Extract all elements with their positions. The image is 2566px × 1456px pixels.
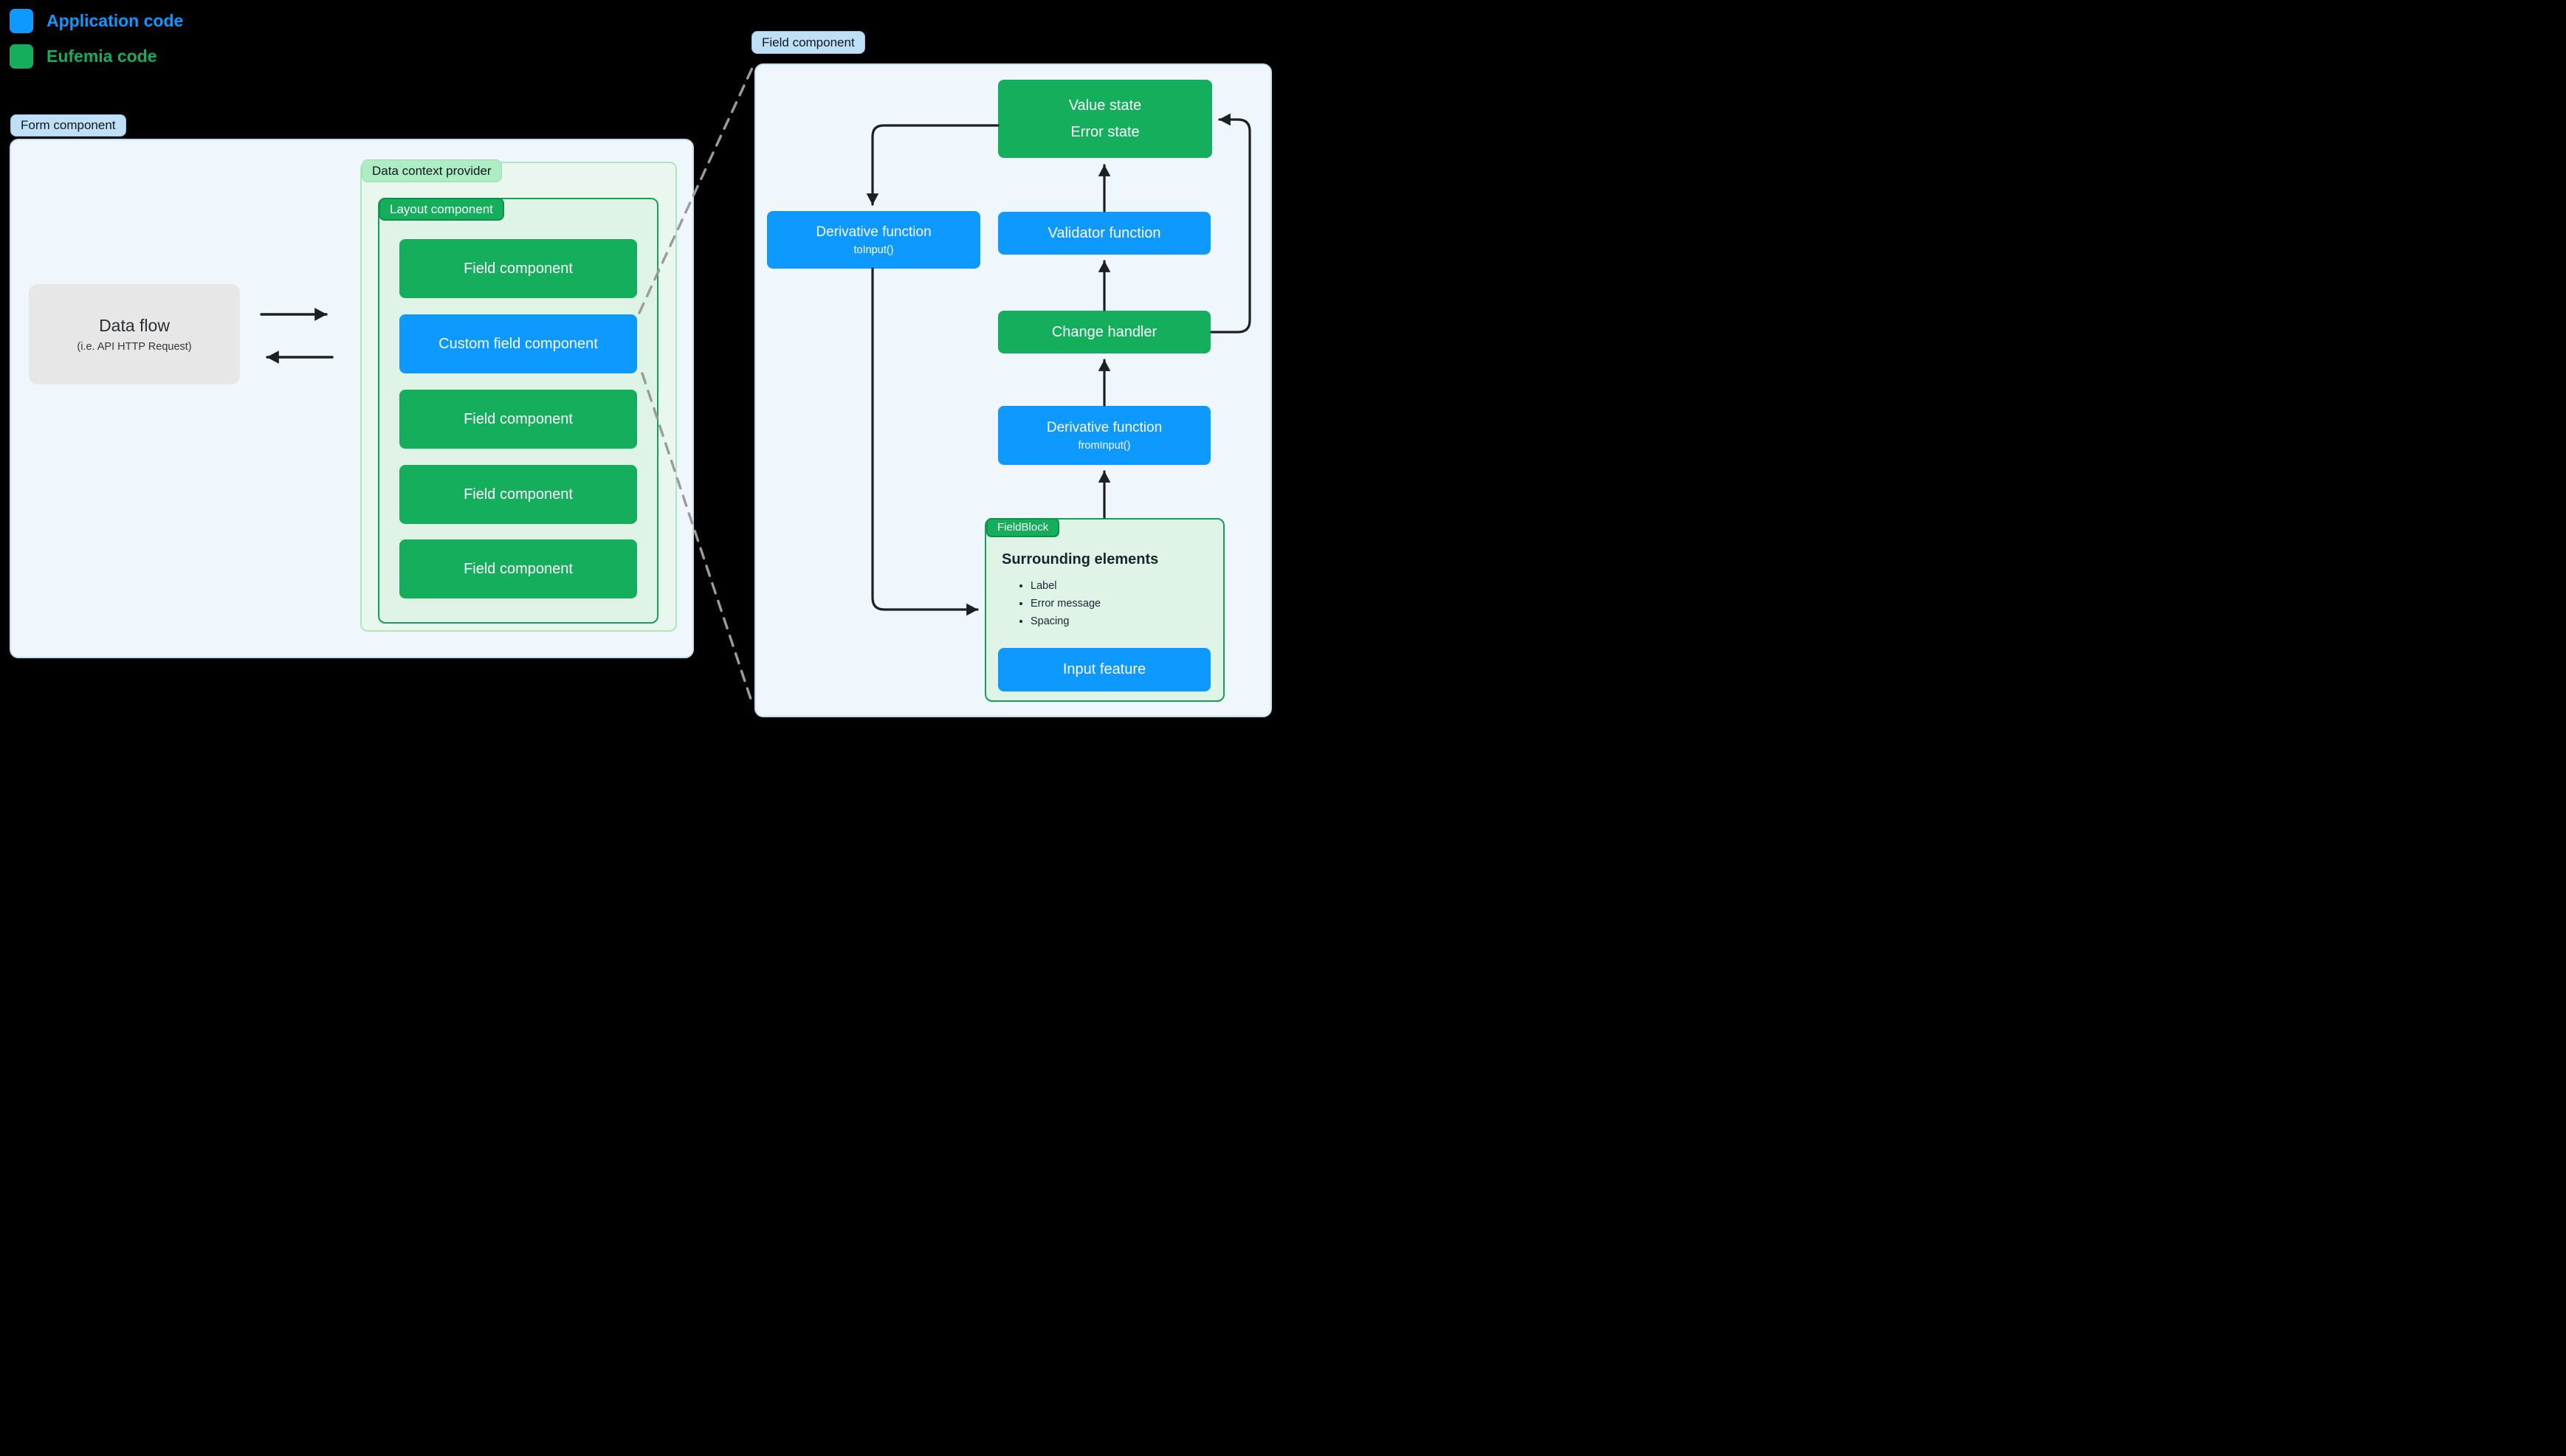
change-handler-label: Change handler xyxy=(1051,323,1158,340)
change-handler-box: Change handler xyxy=(998,311,1211,353)
field-component-box-2: Field component xyxy=(399,390,637,449)
field-component-detail-tag: Field component xyxy=(751,31,865,54)
field-component-box-1: Field component xyxy=(399,239,637,298)
legend-eufemia-swatch-icon xyxy=(10,44,33,69)
input-feature-label: Input feature xyxy=(1062,661,1146,677)
value-state-box: Value state Error state xyxy=(998,80,1212,158)
legend-eufemia-label: Eufemia code xyxy=(47,46,157,66)
data-context-provider-tag: Data context provider xyxy=(362,159,502,182)
field-component-box-1-label: Field component xyxy=(464,260,573,277)
validator-function-label: Validator function xyxy=(1048,224,1161,241)
custom-field-component-label: Custom field component xyxy=(438,335,598,352)
derivative-toinput-subtitle: toInput() xyxy=(853,244,894,256)
value-state-line: Value state xyxy=(1068,97,1142,114)
data-flow-box: Data flow (i.e. API HTTP Request) xyxy=(29,284,240,384)
form-component-tag: Form component xyxy=(10,114,126,137)
derivative-frominput-title: Derivative function xyxy=(1046,419,1163,435)
field-component-box-4-label: Field component xyxy=(464,560,573,577)
surrounding-elements-item-label: Label xyxy=(1031,580,1101,592)
surrounding-elements-item-error-message: Error message xyxy=(1031,598,1101,610)
derivative-frominput-subtitle: fromInput() xyxy=(1078,439,1131,452)
validator-function-box: Validator function xyxy=(998,212,1211,255)
surrounding-elements-item-spacing: Spacing xyxy=(1031,615,1101,627)
custom-field-component-box: Custom field component xyxy=(399,314,637,373)
error-state-line: Error state xyxy=(1070,123,1140,140)
derivative-function-frominput-box: Derivative function fromInput() xyxy=(998,406,1211,465)
legend-application-swatch-icon xyxy=(10,9,33,33)
surrounding-elements-list: Label Error message Spacing xyxy=(1017,580,1101,633)
field-component-box-2-label: Field component xyxy=(464,410,573,427)
data-flow-title: Data flow xyxy=(99,316,170,335)
surrounding-elements-heading: Surrounding elements xyxy=(1002,551,1159,567)
data-flow-subtitle: (i.e. API HTTP Request) xyxy=(77,341,192,353)
derivative-function-toinput-box: Derivative function toInput() xyxy=(767,211,980,269)
architecture-diagram: Application code Eufemia code Form compo… xyxy=(0,0,1283,728)
layout-component-tag: Layout component xyxy=(379,198,504,221)
field-component-box-3: Field component xyxy=(399,465,637,524)
fieldblock-tag: FieldBlock xyxy=(986,518,1060,537)
field-component-box-4: Field component xyxy=(399,539,637,598)
legend-application-label: Application code xyxy=(47,11,184,30)
derivative-toinput-title: Derivative function xyxy=(816,224,932,240)
field-component-box-3-label: Field component xyxy=(464,486,573,503)
input-feature-box: Input feature xyxy=(998,648,1211,691)
